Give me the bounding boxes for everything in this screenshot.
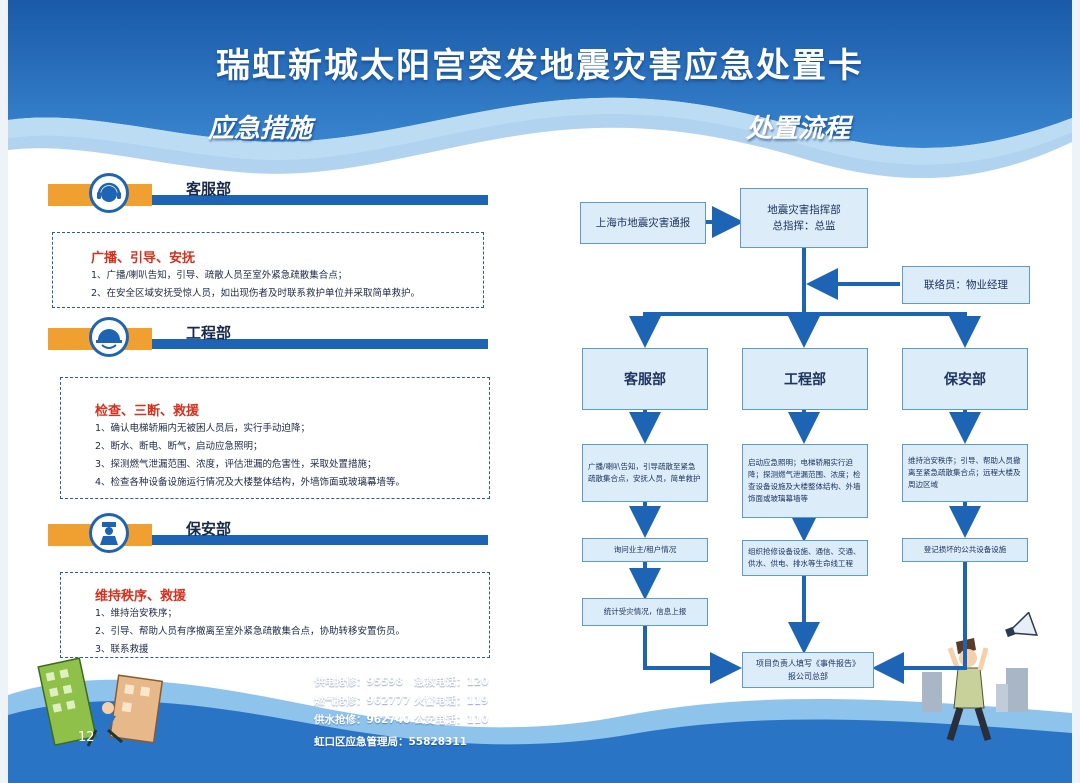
- flow-kefu-step2: 询问业主/租户情况: [582, 538, 708, 562]
- box-line: 4、检查各种设备设施运行情况及大楼整体结构，外墙饰面或玻璃幕墙等。: [95, 477, 406, 488]
- dept-header-baoan: 保安部: [48, 513, 488, 553]
- flow-step-text: 登记损坏的公共设备设施: [923, 545, 1007, 554]
- flow-dept-label: 保安部: [944, 372, 986, 388]
- poster: 瑞虹新城太阳宫突发地震灾害应急处置卡 应急措施 处置流程 客服部 广播、引导、安…: [8, 0, 1072, 783]
- flow-dept-baoan: 保安部: [902, 348, 1028, 410]
- dept-bar-blue: [152, 535, 488, 545]
- flow-command-line2: 总指挥：总监: [772, 220, 836, 232]
- flow-action-text: 启动应急照明；电梯轿厢实行迫降；探测燃气泄漏范围、浓度；检查设备设施及大楼整体结…: [748, 458, 861, 503]
- flow-source-box: 上海市地震灾害通报: [580, 202, 706, 244]
- district-contact: 虹口区应急管理局：55828311: [314, 736, 467, 748]
- flow-kefu-step3: 统计受灾情况，信息上报: [582, 598, 708, 626]
- flow-step-text: 统计受灾情况，信息上报: [603, 607, 687, 616]
- box-line: 1、确认电梯轿厢内无被困人员后，实行手动迫降；: [95, 423, 311, 434]
- dept-header-gongcheng: 工程部: [48, 317, 488, 357]
- dept-header-kefu: 客服部: [48, 173, 488, 213]
- flow-report-line2: 报公司总部: [788, 672, 828, 681]
- security-guard-icon: [89, 513, 129, 553]
- left-section-heading: 应急措施: [208, 114, 313, 144]
- headset-icon: [89, 173, 129, 213]
- flow-dept-label: 工程部: [784, 372, 826, 388]
- page-number: 12: [78, 730, 95, 745]
- footer-wave-background: [8, 679, 1072, 783]
- box-line: 3、探测燃气泄漏范围、浓度，评估泄漏的危害性，采取处置措施；: [95, 459, 377, 470]
- box-line: 2、断水、断电、断气，启动应急照明；: [95, 441, 263, 452]
- measure-box-baoan: 维持秩序、救援 1、维持治安秩序； 2、引导、帮助人员有序撤离至室外紧急疏散集合…: [60, 572, 490, 658]
- box-line: 1、维持治安秩序；: [95, 608, 178, 619]
- dept-bar-blue: [152, 339, 488, 349]
- dept-title: 保安部: [186, 520, 232, 538]
- contact-item: 供电抢修：95598: [314, 676, 404, 688]
- contact-item: 火警电话：119: [414, 695, 489, 707]
- flow-gongcheng-step2: 组织抢修设备设施、通信、交通、供水、供电、排水等生命线工程: [742, 540, 868, 576]
- flow-liaison-text: 联络员：物业经理: [924, 279, 1008, 291]
- box-title: 广播、引导、安抚: [91, 251, 196, 266]
- flow-action-baoan: 维持治安秩序；引导、帮助人员撤离至紧急疏散集合点；远程大楼及周边区域: [902, 444, 1028, 502]
- header-wave-background: [8, 0, 1072, 179]
- flow-dept-gongcheng: 工程部: [742, 348, 868, 410]
- box-title: 维持秩序、救援: [95, 589, 187, 604]
- dept-bar-blue: [152, 195, 488, 205]
- flow-report-line1: 项目负责人填写《事件报告》: [756, 659, 860, 668]
- flow-action-kefu: 广播/喇叭告知，引导疏散至紧急疏散集合点，安抚人员，简单救护: [582, 444, 708, 502]
- flow-command-box: 地震灾害指挥部 总指挥：总监: [740, 188, 868, 248]
- measure-box-gongcheng: 检查、三断、救援 1、确认电梯轿厢内无被困人员后，实行手动迫降； 2、断水、断电…: [60, 377, 490, 499]
- flow-source-text: 上海市地震灾害通报: [595, 217, 691, 229]
- contact-item: 公安电话：110: [414, 714, 489, 726]
- flow-action-gongcheng: 启动应急照明；电梯轿厢实行迫降；探测燃气泄漏范围、浓度；检查设备设施及大楼整体结…: [742, 444, 868, 518]
- flow-command-line1: 地震灾害指挥部: [767, 204, 841, 216]
- right-section-heading: 处置流程: [746, 114, 851, 144]
- box-line: 2、在安全区域安抚受惊人员，如出现伤者及时联系救护单位并采取简单救护。: [91, 288, 421, 299]
- flow-dept-label: 客服部: [624, 372, 666, 388]
- flow-liaison-box: 联络员：物业经理: [902, 266, 1030, 304]
- flow-action-text: 维持治安秩序；引导、帮助人员撤离至紧急疏散集合点；远程大楼及周边区域: [908, 456, 1021, 489]
- contact-item: 供水抢修：962740: [314, 714, 411, 726]
- hardhat-icon: [89, 317, 129, 357]
- dept-title: 工程部: [186, 324, 232, 342]
- box-line: 1、广播/喇叭告知，引导、疏散人员至室外紧急疏散集合点；: [91, 270, 348, 281]
- box-line: 3、联系救援: [95, 644, 149, 655]
- box-line: 2、引导、帮助人员有序撤离至室外紧急疏散集合点，协助转移安置伤员。: [95, 626, 406, 637]
- flow-action-text: 广播/喇叭告知，引导疏散至紧急疏散集合点，安抚人员，简单救护: [588, 462, 701, 483]
- earthquake-building-illustration: [37, 657, 164, 747]
- box-title: 检查、三断、救援: [95, 404, 200, 419]
- dept-title: 客服部: [186, 180, 232, 198]
- flow-step-text: 询问业主/租户情况: [613, 545, 677, 554]
- flow-step-text: 组织抢修设备设施、通信、交通、供水、供电、排水等生命线工程: [748, 547, 861, 568]
- contact-item: 燃气抢修：962777: [314, 695, 411, 707]
- flow-baoan-step2: 登记损坏的公共设备设施: [902, 538, 1028, 562]
- flow-connectors: [629, 206, 981, 684]
- flow-report-box: 项目负责人填写《事件报告》 报公司总部: [742, 652, 874, 688]
- page-title: 瑞虹新城太阳宫突发地震灾害应急处置卡: [216, 46, 864, 86]
- contact-item: 急救电话：120: [414, 676, 489, 688]
- flow-dept-kefu: 客服部: [582, 348, 708, 410]
- measure-box-kefu: 广播、引导、安抚 1、广播/喇叭告知，引导、疏散人员至室外紧急疏散集合点； 2、…: [52, 232, 484, 308]
